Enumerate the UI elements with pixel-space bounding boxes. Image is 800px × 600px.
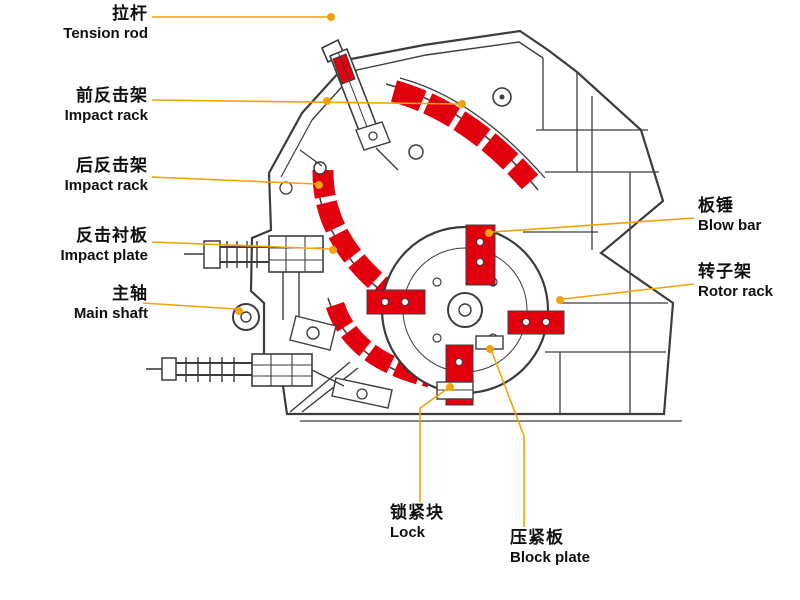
label-blow-bar: 板锤 Blow bar [698, 196, 761, 235]
leader-line-impact-plate [151, 241, 331, 250]
leader-dot-tension-rod [327, 13, 335, 21]
leader-line-lock [419, 388, 448, 502]
label-rotor-rack-zh: 转子架 [698, 262, 752, 281]
label-impact-plate-zh: 反击衬板 [76, 226, 148, 245]
leader-line-rotor-rack [562, 283, 695, 300]
label-main-shaft: 主轴 Main shaft [0, 284, 148, 323]
label-block-plate: 压紧板 Block plate [510, 528, 590, 567]
label-block-plate-en: Block plate [510, 549, 591, 566]
leader-dot-main-shaft [235, 307, 243, 315]
leader-dot-lock [446, 383, 454, 391]
leader-dot-blow-bar [485, 229, 493, 237]
rotor [366, 224, 565, 406]
label-blow-bar-en: Blow bar [698, 217, 762, 234]
leader-dot-impact-rack-front-b [458, 100, 466, 108]
label-lock-en: Lock [390, 524, 426, 541]
label-impact-plate-en: Impact plate [60, 247, 148, 264]
label-main-shaft-zh: 主轴 [112, 284, 148, 303]
label-blow-bar-zh: 板锤 [698, 196, 734, 215]
label-lock: 锁紧块 Lock [390, 503, 444, 542]
label-lock-zh: 锁紧块 [390, 503, 444, 522]
leader-dot-rotor-rack [556, 296, 564, 304]
label-impact-rack-rear-en: Impact rack [64, 177, 148, 194]
blow-bar-top-part [465, 224, 496, 286]
label-tension-rod-en: Tension rod [63, 25, 148, 42]
leader-dot-impact-rack-rear [315, 181, 323, 189]
tension-rod-part [320, 38, 399, 171]
label-tension-rod-zh: 拉杆 [112, 4, 148, 23]
label-impact-rack-rear: 后反击架 Impact rack [0, 156, 148, 195]
leader-line-impact-rack-rear [151, 176, 317, 185]
label-rotor-rack-en: Rotor rack [698, 283, 774, 300]
leader-line-blow-bar [491, 217, 695, 233]
label-tension-rod: 拉杆 Tension rod [0, 4, 148, 43]
leader-line-impact-rack-front [151, 99, 461, 105]
leader-line-main-shaft [142, 302, 237, 310]
label-rotor-rack: 转子架 Rotor rack [698, 262, 773, 301]
leader-lines [142, 13, 695, 527]
label-impact-rack-front: 前反击架 Impact rack [0, 86, 148, 125]
label-main-shaft-en: Main shaft [73, 305, 148, 322]
label-block-plate-zh: 压紧板 [510, 528, 564, 547]
label-impact-rack-front-en: Impact rack [64, 107, 148, 124]
leader-line-block-plate [491, 351, 525, 527]
label-impact-rack-front-zh: 前反击架 [76, 86, 148, 105]
lower-shaft-mechanism [146, 353, 345, 387]
front-impact-rack-part [385, 77, 546, 191]
label-impact-plate: 反击衬板 Impact plate [0, 226, 148, 265]
upper-shaft-mechanism [184, 235, 324, 320]
leader-dot-block-plate [486, 345, 494, 353]
rear-impact-rack-part [299, 149, 397, 302]
leader-dot-impact-plate [329, 246, 337, 254]
leader-dot-impact-rack-front-a [323, 97, 331, 105]
blow-bar-left-part [366, 289, 426, 315]
label-impact-rack-rear-zh: 后反击架 [76, 156, 148, 175]
blow-bar-right-part [507, 310, 565, 335]
